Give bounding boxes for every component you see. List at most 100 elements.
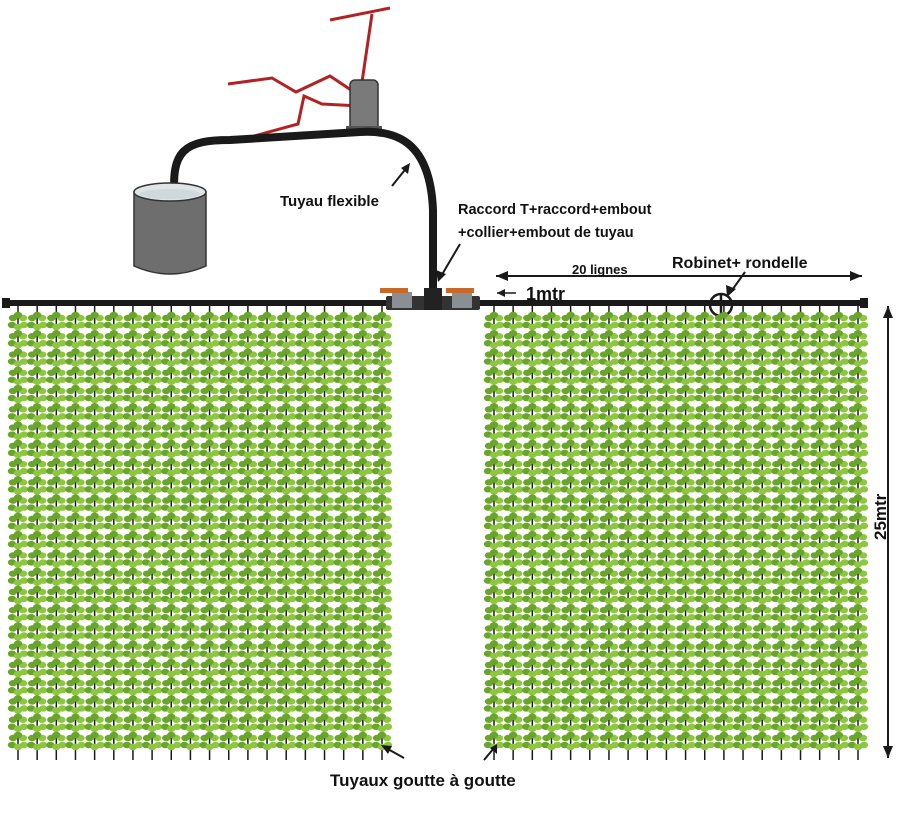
plant-icon — [103, 421, 124, 440]
plant-icon — [847, 476, 869, 495]
plant-icon — [675, 311, 696, 331]
plant-icon — [656, 640, 677, 659]
plant-icon — [502, 731, 524, 751]
plant-icon — [237, 384, 259, 404]
plant-icon — [352, 713, 374, 732]
plant-icon — [713, 585, 735, 605]
plant-icon — [675, 530, 696, 550]
plant-icon — [579, 330, 600, 349]
plant-icon — [790, 658, 811, 678]
plant-icon — [828, 403, 850, 422]
plant-icon — [847, 439, 869, 459]
plant-icon — [598, 330, 620, 349]
plant-icon — [7, 384, 29, 404]
plant-icon — [522, 512, 543, 532]
plant-icon — [46, 439, 67, 459]
plant-icon — [65, 476, 86, 495]
plant-icon — [522, 421, 543, 440]
plant-icon — [84, 549, 105, 568]
plant-icon — [122, 512, 144, 532]
plant-icon — [276, 713, 297, 732]
plant-icon — [7, 530, 29, 550]
plant-icon — [65, 330, 86, 349]
plant-icon — [809, 512, 830, 532]
plant-icon — [46, 677, 67, 696]
plant-icon — [295, 640, 316, 659]
plant-icon — [352, 640, 374, 659]
plant-icon — [828, 421, 850, 440]
plant-icon — [314, 585, 335, 605]
plant-icon — [522, 549, 543, 568]
plant-icon — [276, 549, 297, 568]
plant-icon — [84, 330, 105, 349]
plant-icon — [656, 677, 677, 696]
plant-icon — [65, 512, 86, 532]
plant-icon — [828, 476, 850, 495]
plant-icon — [161, 494, 182, 513]
plant-icon — [713, 549, 735, 568]
plant-icon — [295, 403, 316, 422]
plant-icon — [560, 439, 581, 459]
plant-icon — [637, 622, 658, 641]
plant-icon — [180, 421, 201, 440]
plant-icon — [199, 603, 220, 623]
plant-icon — [295, 476, 316, 495]
plant-icon — [276, 695, 297, 714]
plant-icon — [502, 530, 524, 550]
plant-icon — [122, 366, 144, 385]
plant-icon — [199, 403, 220, 422]
plant-icon — [103, 366, 124, 385]
plant-icon — [675, 731, 696, 751]
plant-icon — [199, 731, 220, 751]
plant-icon — [314, 421, 335, 440]
plant-icon — [276, 403, 297, 422]
plant-icon — [103, 348, 124, 367]
plant-icon — [617, 549, 639, 568]
plant-icon — [237, 640, 259, 659]
plant-icon — [752, 384, 773, 404]
plant-icon — [352, 731, 374, 751]
plant-icon — [617, 311, 639, 331]
plant-icon — [7, 494, 29, 513]
plant-icon — [371, 713, 393, 732]
plant-icon — [522, 677, 543, 696]
plant-icon — [180, 677, 201, 696]
plant-icon — [732, 384, 754, 404]
plant-icon — [141, 366, 163, 385]
plant-icon — [141, 622, 163, 641]
plant-icon — [122, 403, 144, 422]
plant-icon — [560, 567, 581, 586]
plant-icon — [752, 311, 773, 331]
plant-icon — [103, 457, 124, 477]
plant-icon — [598, 695, 620, 714]
plant-icon — [713, 476, 735, 495]
plant-icon — [675, 640, 696, 659]
plant-icon — [637, 695, 658, 714]
plant-icon — [314, 695, 335, 714]
plant-icon — [579, 585, 600, 605]
plant-icon — [694, 549, 715, 568]
plant-icon — [809, 348, 830, 367]
plant-icon — [84, 348, 105, 367]
plant-icon — [483, 549, 505, 568]
plant-icon — [237, 585, 259, 605]
plant-icon — [522, 476, 543, 495]
plant-icon — [256, 603, 278, 623]
plant-icon — [65, 421, 86, 440]
plant-icon — [752, 476, 773, 495]
plant-icon — [598, 640, 620, 659]
plant-icon — [522, 403, 543, 422]
plant-icon — [541, 585, 562, 605]
plant-icon — [522, 585, 543, 605]
plant-icon — [713, 366, 735, 385]
plant-icon — [352, 403, 374, 422]
plant-icon — [333, 622, 354, 641]
plant-icon — [256, 713, 278, 732]
plant-icon — [694, 603, 715, 623]
plant-icon — [752, 549, 773, 568]
plant-icon — [256, 330, 278, 349]
plant-icon — [46, 512, 67, 532]
plant-icon — [26, 731, 48, 751]
plant-icon — [752, 439, 773, 459]
plant-icon — [237, 311, 259, 331]
